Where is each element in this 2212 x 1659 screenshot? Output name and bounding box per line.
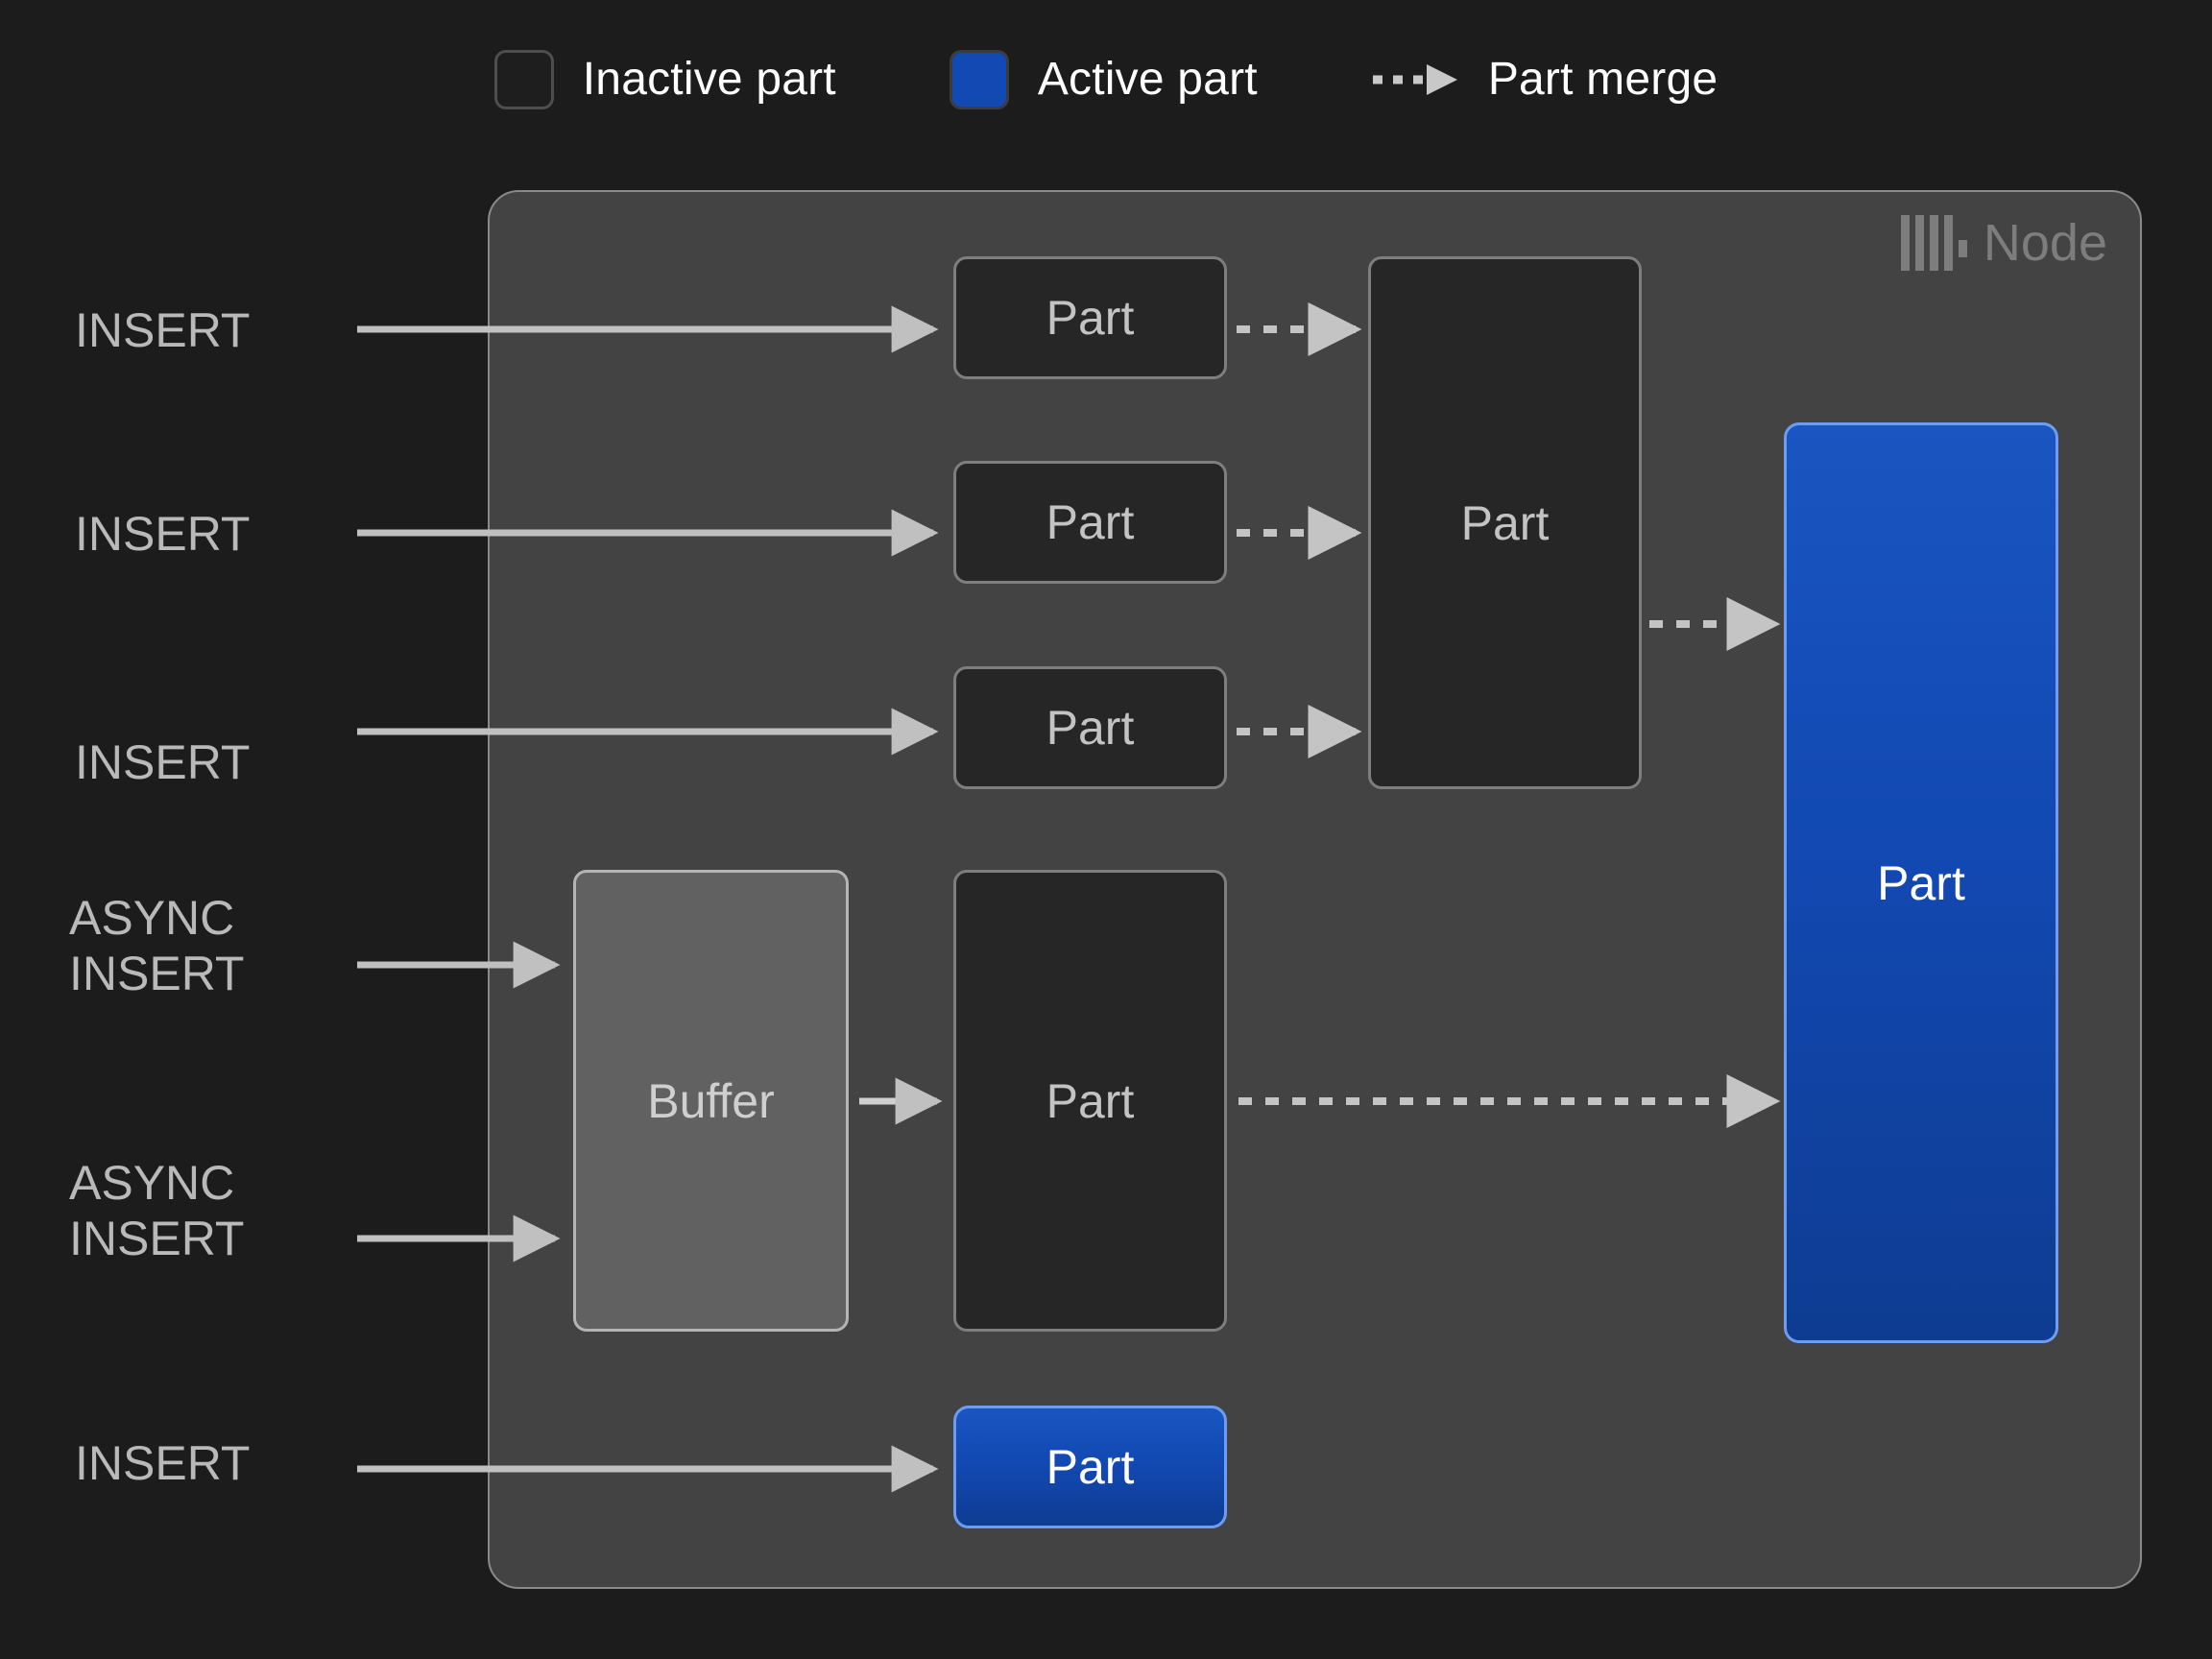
- part-box-row-1[interactable]: Part: [953, 256, 1227, 379]
- legend-item-part-merge: Part merge: [1371, 57, 1718, 103]
- legend-label-part-merge: Part merge: [1487, 54, 1719, 105]
- source-label-insert-3: INSERT: [75, 735, 251, 789]
- part-box-label: Part: [1046, 1440, 1135, 1494]
- part-box-label: Part: [1046, 1073, 1135, 1128]
- part-box-label: Part: [1046, 291, 1135, 345]
- legend-label-active-part: Active part: [1037, 54, 1258, 105]
- clickhouse-bars-icon: [1900, 215, 1967, 271]
- part-box-label: Part: [1046, 701, 1135, 755]
- part-box-label: Part: [1877, 855, 1965, 910]
- legend-item-active-part: Active part: [949, 50, 1258, 109]
- part-box-label: Part: [1046, 495, 1135, 549]
- inactive-part-swatch-icon: [493, 50, 554, 109]
- part-box-final-active[interactable]: Part: [1784, 422, 2058, 1343]
- part-box-bottom-active[interactable]: Part: [953, 1406, 1227, 1528]
- source-label-insert-1: INSERT: [75, 303, 251, 357]
- active-part-swatch-icon: [949, 50, 1009, 109]
- node-badge: Node: [1900, 214, 2107, 272]
- dashed-arrow-icon: [1372, 64, 1457, 95]
- part-box-row-3[interactable]: Part: [953, 666, 1227, 789]
- part-box-from-buffer[interactable]: Part: [953, 870, 1227, 1332]
- part-box-merged[interactable]: Part: [1368, 256, 1642, 789]
- legend-label-inactive-part: Inactive part: [582, 54, 836, 105]
- node-label: Node: [1983, 214, 2107, 272]
- source-label-insert-4: INSERT: [75, 1436, 251, 1490]
- source-label-async-insert-1: ASYNC INSERT: [69, 891, 245, 1000]
- part-box-row-2[interactable]: Part: [953, 461, 1227, 584]
- source-label-insert-2: INSERT: [75, 507, 251, 561]
- legend-item-inactive-part: Inactive part: [493, 50, 836, 109]
- part-box-label: Part: [1460, 495, 1550, 550]
- legend: Inactive part Active part Part merge: [0, 46, 2212, 113]
- buffer-box[interactable]: Buffer: [573, 870, 849, 1332]
- source-label-async-insert-2: ASYNC INSERT: [69, 1156, 245, 1265]
- buffer-box-label: Buffer: [647, 1073, 775, 1128]
